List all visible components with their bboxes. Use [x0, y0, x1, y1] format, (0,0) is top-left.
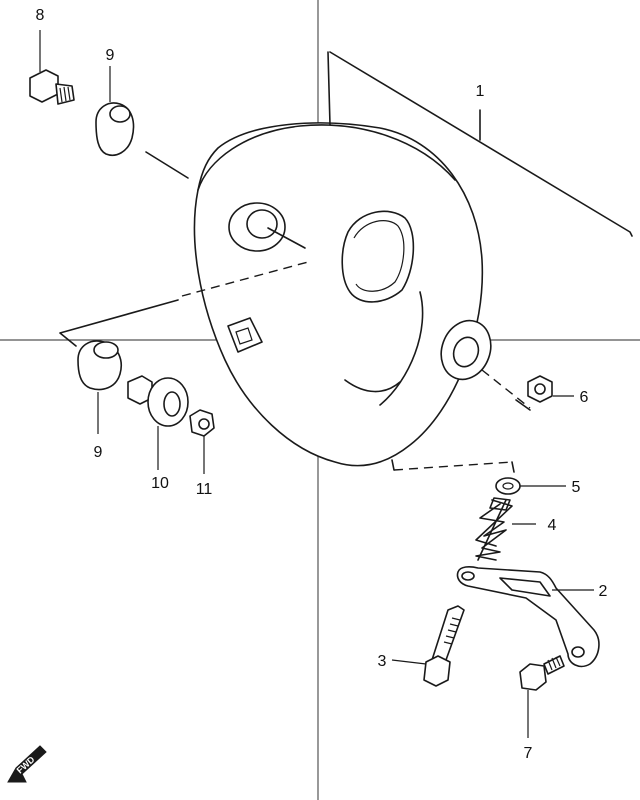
collar: [127, 375, 189, 470]
callout-1: 1: [476, 83, 485, 100]
dashed-connector-left: [181, 261, 309, 297]
callout-7: 7: [524, 745, 533, 762]
bracket-left: [59, 299, 179, 347]
callout-9-top: 9: [106, 47, 115, 64]
headlight-housing: [193, 122, 492, 467]
long-bolt: [391, 605, 465, 687]
callout-9-bottom: 9: [94, 444, 103, 461]
leader-part-1: [327, 51, 633, 237]
callout-11: 11: [196, 481, 213, 498]
fwd-arrow-icon: FWD: [7, 745, 47, 783]
bolt-top-left: [29, 30, 75, 105]
grommet-bottom: [77, 340, 122, 434]
grommet-top: [95, 66, 189, 179]
nut-small-left: [189, 409, 215, 474]
callout-4: 4: [548, 517, 557, 534]
callout-3: 3: [378, 653, 387, 670]
callout-labels: 8 9 1 6 9 10 11 5 4 2 3 7: [36, 7, 608, 762]
callout-5: 5: [572, 479, 581, 496]
flange-bolt: [519, 655, 565, 738]
spring: [475, 497, 536, 561]
callout-2: 2: [599, 583, 608, 600]
dashed-connector-bottom: [391, 459, 515, 473]
callout-10: 10: [151, 475, 169, 492]
washer: [495, 477, 566, 495]
nut-right: [481, 369, 574, 411]
bracket: [456, 566, 600, 668]
callout-8: 8: [36, 7, 45, 24]
callout-6: 6: [580, 389, 589, 406]
